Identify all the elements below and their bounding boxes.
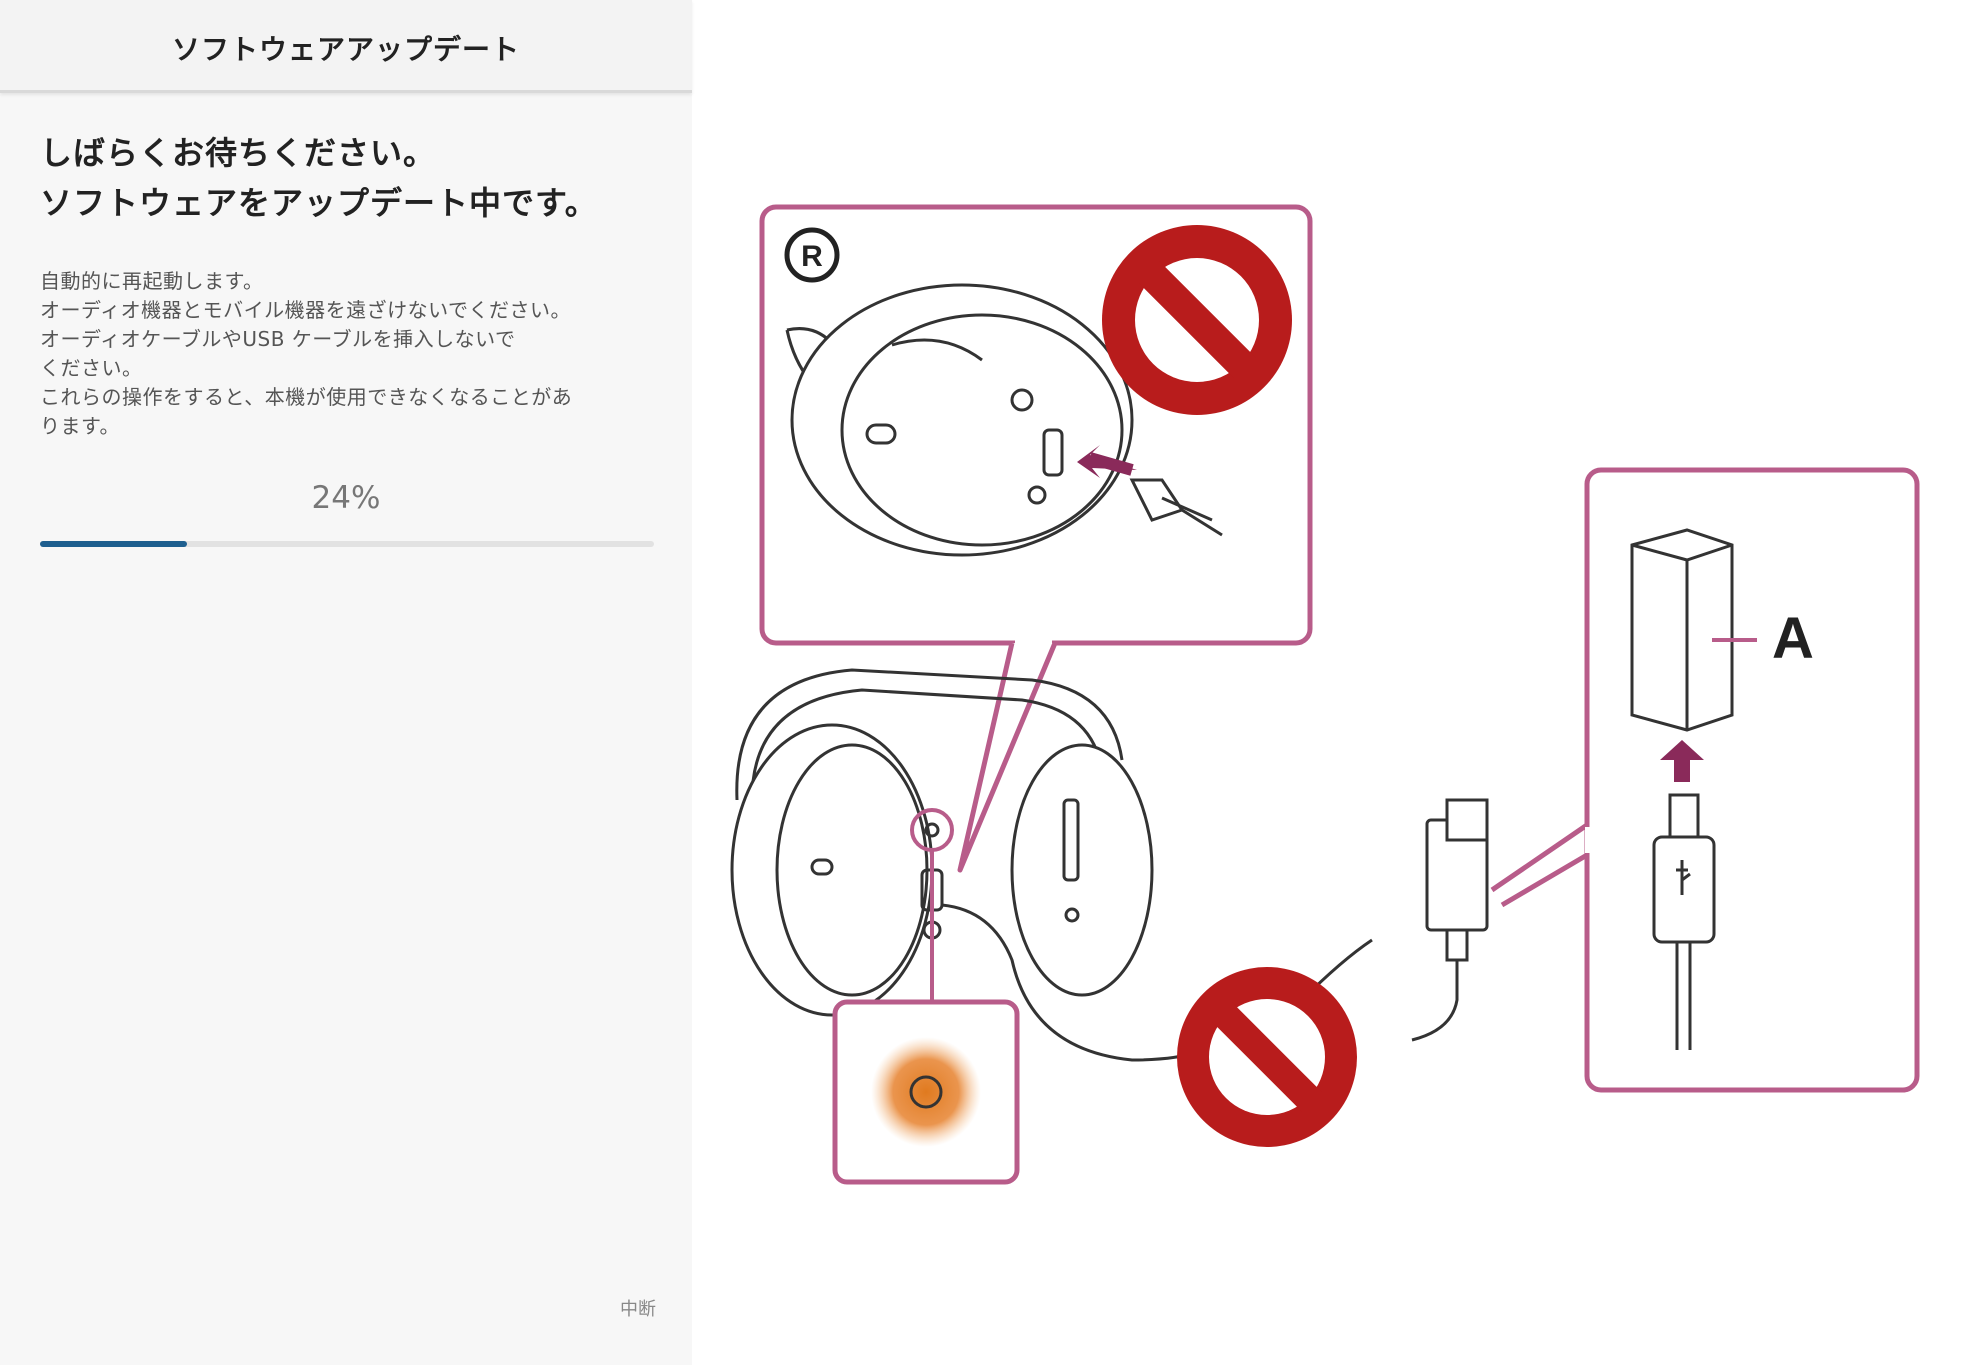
earcup-closeup — [785, 283, 1223, 557]
ac-adapter-drawing — [1630, 528, 1734, 732]
progress-bar — [40, 541, 654, 547]
notice-line: 自動的に再起動します。 — [40, 269, 264, 293]
notice-line: ください。 — [40, 356, 143, 380]
progress-percent: 24% — [311, 480, 381, 516]
adapter-callout: A — [1490, 467, 1920, 1093]
interrupt-button[interactable]: 中断 — [620, 1299, 656, 1320]
notice-line: オーディオケーブルやUSB ケーブルを挿入しないで — [40, 327, 516, 351]
indicator-light-icon — [909, 1075, 943, 1109]
prohibited-icon — [1102, 225, 1292, 415]
adapter-label: A — [1772, 606, 1814, 671]
indicator-callout — [832, 808, 1020, 1185]
notice-line: ります。 — [40, 414, 120, 438]
r-mark-icon: R — [784, 227, 840, 283]
notice-line: オーディオ機器とモバイル機器を遠ざけないでください。 — [40, 298, 571, 322]
headphone-usb-illustration: R — [730, 204, 1920, 1185]
prohibited-icon — [1177, 967, 1357, 1147]
progress-bar-fill — [40, 541, 188, 547]
update-app-panel: ソフトウェアアップデート しばらくお待ちください。 ソフトウェアをアップデート中… — [0, 0, 692, 1365]
headphone-drawing — [730, 668, 1234, 1062]
notice-line: これらの操作をすると、本機が使用できなくなることがあ — [40, 385, 573, 409]
usb-plug-drawing — [1652, 793, 1716, 1050]
wait-heading: しばらくお待ちください。 — [40, 134, 437, 172]
app-title: ソフトウェアアップデート — [171, 33, 520, 66]
updating-heading: ソフトウェアをアップデート中です。 — [40, 184, 598, 222]
arrow-up-icon — [1660, 740, 1704, 782]
svg-text:R: R — [801, 240, 823, 273]
app-header: ソフトウェアアップデート — [0, 0, 692, 93]
usb-icon — [1676, 860, 1691, 895]
